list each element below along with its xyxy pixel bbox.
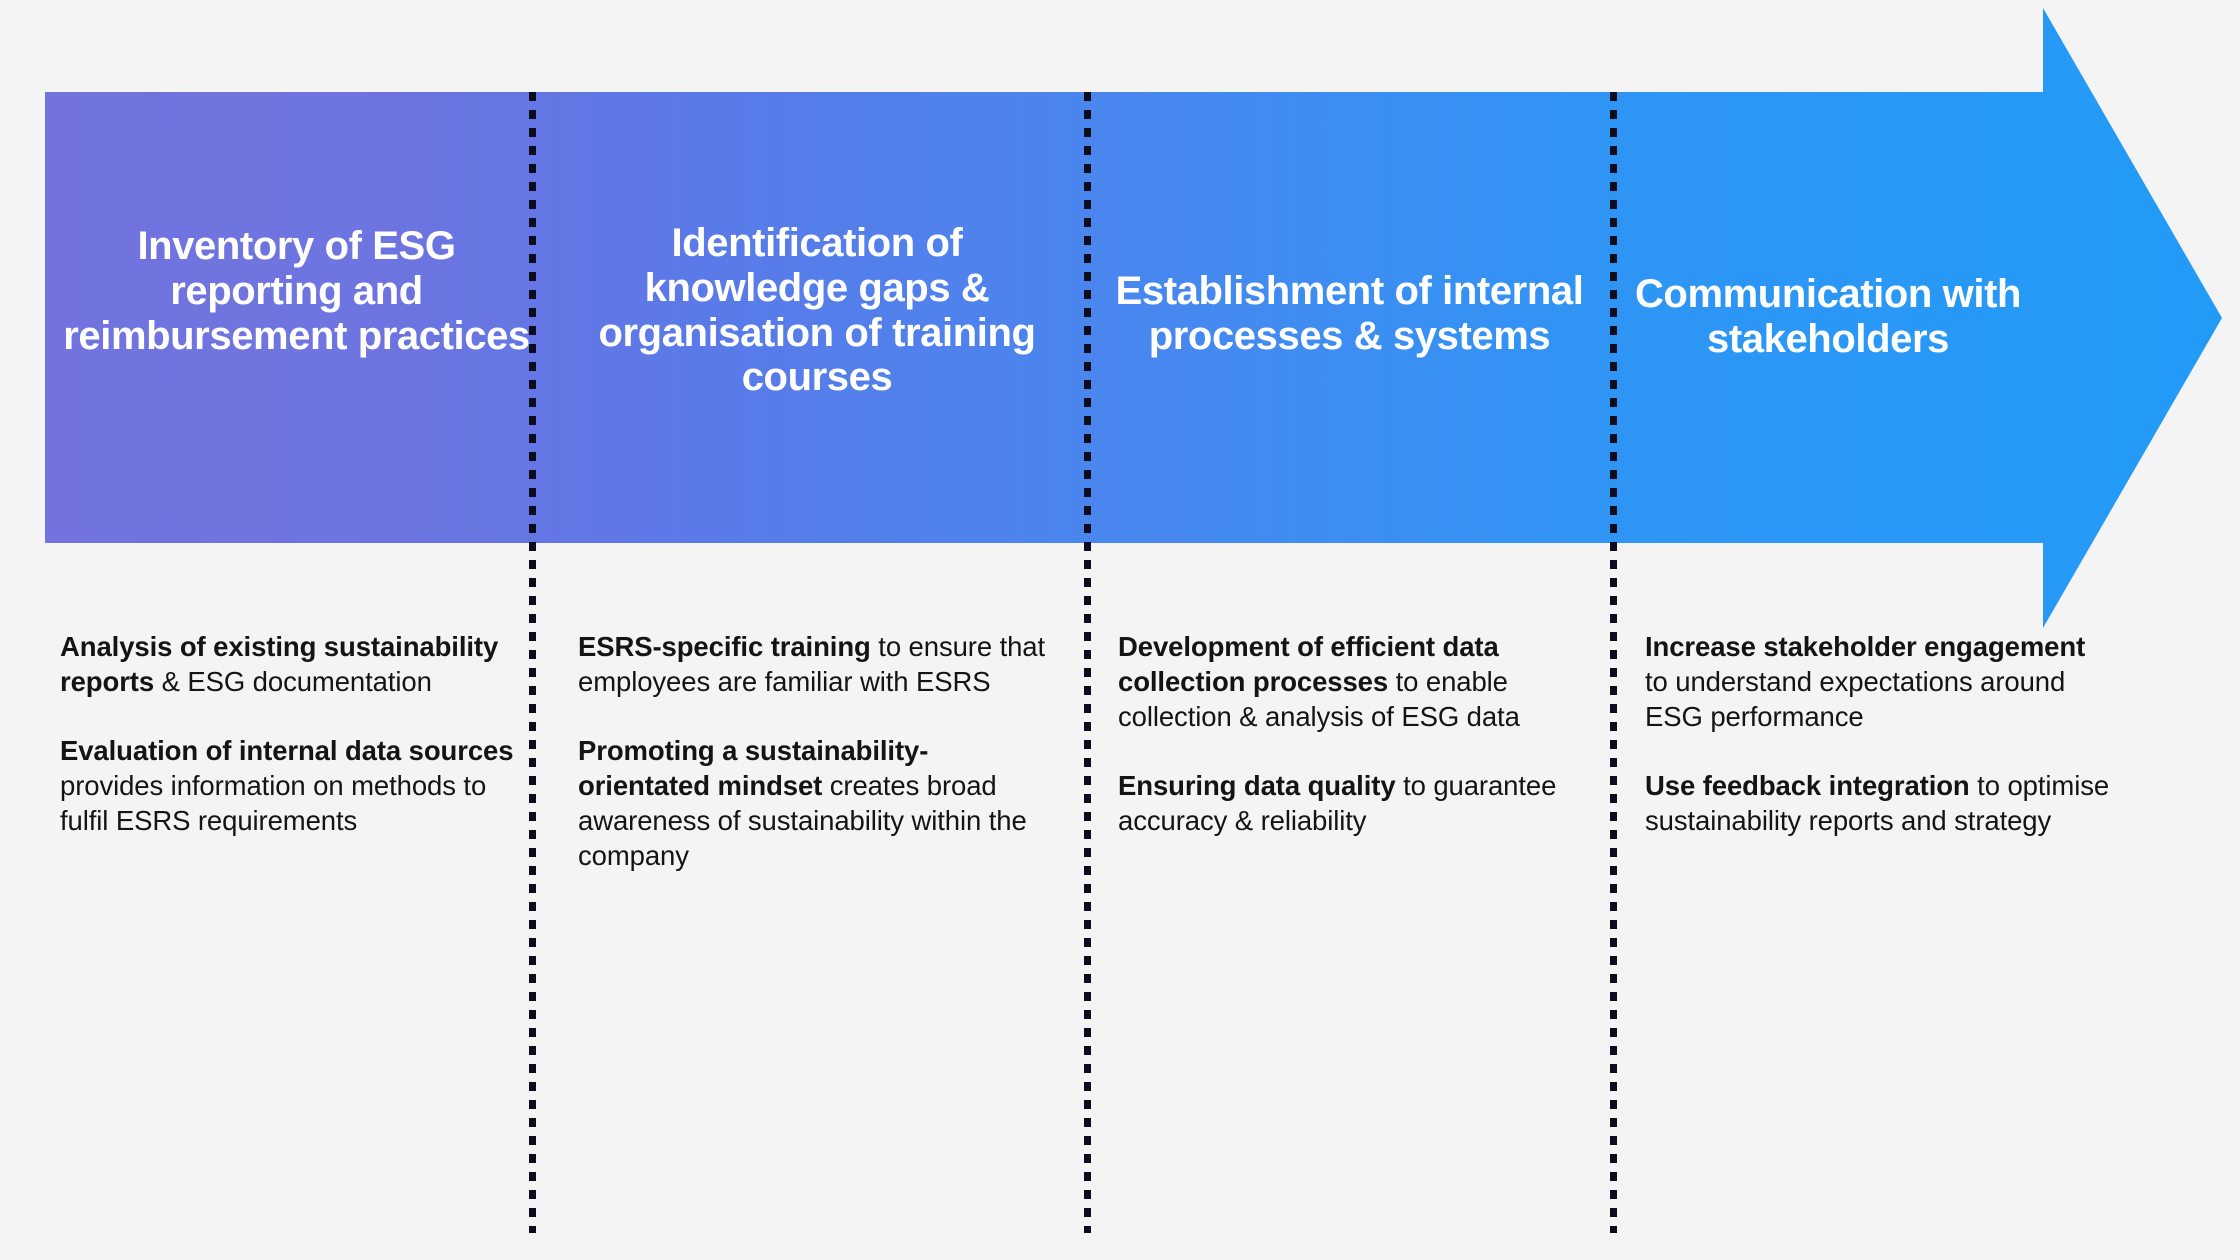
phase-header-1: Inventory of ESG reporting and reimburse… [45, 92, 548, 543]
phase-header-4: Communication with stakeholders [1613, 92, 2043, 543]
phase-body-1: Analysis of existing sustainability repo… [60, 630, 530, 839]
column-divider-1 [529, 92, 536, 1233]
phase-header-2: Identification of knowledge gaps & organ… [548, 92, 1086, 543]
phase-point: Development of efficient data collection… [1118, 630, 1588, 735]
phase-point-lead: Evaluation of internal data sources [60, 734, 514, 766]
phase-point: Analysis of existing sustainability repo… [60, 630, 530, 700]
phase-point-rest: to ensure that employees are familiar wi… [578, 631, 1046, 697]
phase-point-lead: Increase stakeholder engagement [1645, 631, 2086, 662]
phase-point: Evaluation of internal data sources prov… [60, 734, 530, 839]
phase-point: Promoting a sustainability-orientated mi… [578, 734, 1053, 874]
phase-title-1: Inventory of ESG reporting and reimburse… [63, 224, 530, 358]
phase-point: Increase stakeholder engagement to under… [1645, 630, 2110, 735]
phase-point-lead: ESRS-specific training [578, 631, 871, 662]
phase-point-rest: to guarantee accuracy & reliability [1118, 769, 1557, 836]
phase-title-4: Communication with stakeholders [1634, 271, 2022, 361]
phase-point-lead: Use feedback integration [1645, 769, 1970, 801]
phase-point-lead: Promoting a sustainability-orientated mi… [578, 734, 929, 801]
phase-point-rest: provides information on methods to fulfi… [60, 769, 487, 836]
phase-title-2: Identification of knowledge gaps & organ… [598, 220, 1036, 400]
phase-body-2: ESRS-specific training to ensure that em… [578, 630, 1053, 874]
column-divider-3 [1610, 92, 1617, 1233]
phase-point: Use feedback integration to optimise sus… [1645, 769, 2110, 839]
phase-body-3: Development of efficient data collection… [1118, 630, 1588, 839]
phase-point: ESRS-specific training to ensure that em… [578, 630, 1053, 700]
phase-point-lead: Development of efficient data collection… [1118, 631, 1499, 697]
phase-point-rest: to optimise sustainability reports and s… [1645, 769, 2110, 836]
phase-point-rest: to understand expectations around ESG pe… [1645, 665, 2066, 732]
phase-title-3: Establishment of internal processes & sy… [1115, 268, 1584, 358]
phase-point-lead: Analysis of existing sustainability repo… [60, 631, 499, 697]
phase-point-rest: to enable collection & analysis of ESG d… [1118, 665, 1520, 732]
phase-header-3: Establishment of internal processes & sy… [1086, 92, 1613, 543]
phase-point-rest: & ESG documentation [154, 665, 432, 697]
phase-point-rest: creates broad awareness of sustainabilit… [578, 769, 1027, 871]
phase-body-4: Increase stakeholder engagement to under… [1645, 630, 2110, 839]
column-divider-2 [1084, 92, 1091, 1233]
phase-point: Ensuring data quality to guarantee accur… [1118, 769, 1588, 839]
phase-point-lead: Ensuring data quality [1118, 769, 1396, 801]
